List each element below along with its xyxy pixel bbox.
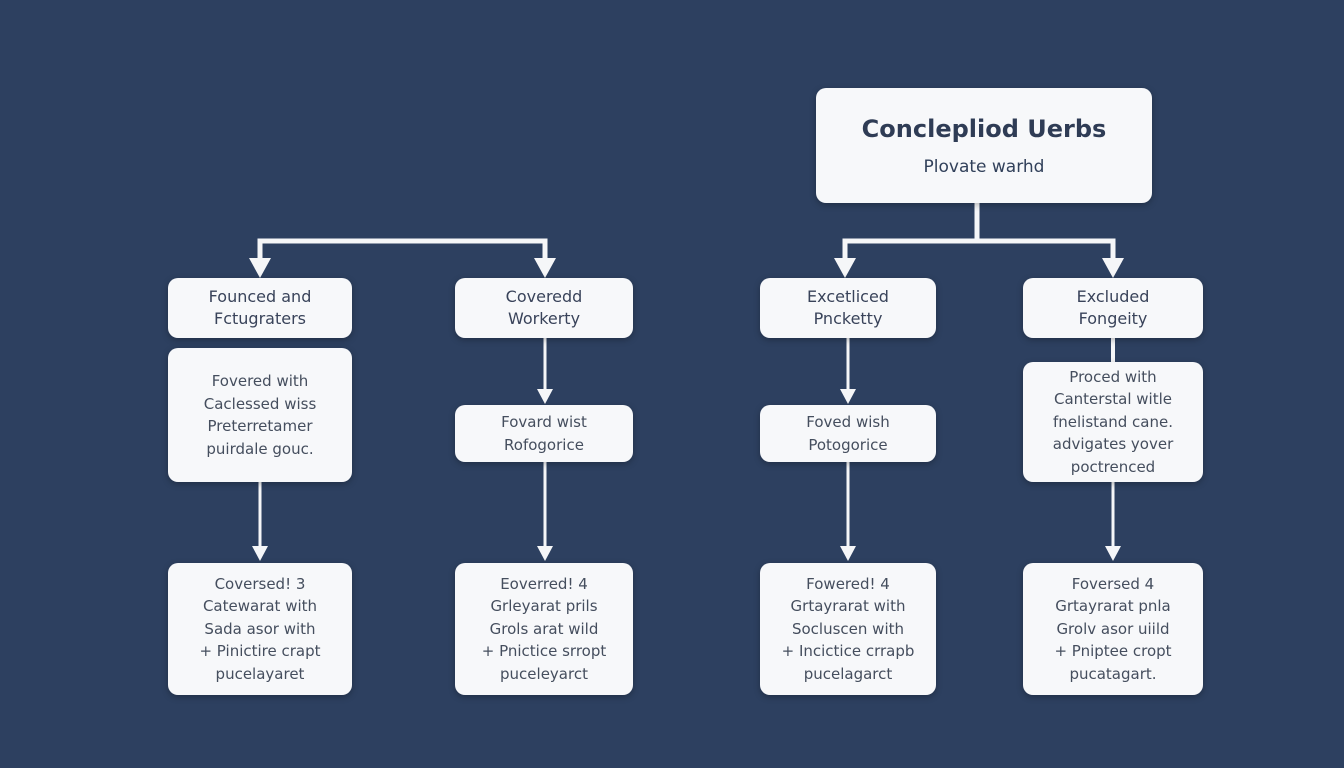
col1-header-node: Founced and Fctugraters bbox=[168, 278, 352, 338]
arrow-col3-middle-bottom bbox=[840, 462, 856, 561]
col3-middle-node: Foved wish Potogorice bbox=[760, 405, 936, 462]
col4-middle-node: Proced with Canterstal witle fnelistand … bbox=[1023, 362, 1203, 482]
branch-arrow-right-group bbox=[834, 203, 1124, 278]
col1-bottom-node: Coversed! 3 Catewarat with Sada asor wit… bbox=[168, 563, 352, 695]
arrow-col1-middle-bottom bbox=[252, 482, 268, 561]
col3-header-node: Excetliced Pncketty bbox=[760, 278, 936, 338]
branch-arrow-left-group bbox=[249, 238, 556, 278]
col2-middle-node: Fovard wist Rofogorice bbox=[455, 405, 633, 462]
arrow-col4-middle-bottom bbox=[1105, 482, 1121, 561]
col3-bottom-node: Fowered! 4 Grtayrarat with Socluscen wit… bbox=[760, 563, 936, 695]
col4-bottom-node: Foversed 4 Grtayrarat pnla Grolv asor ui… bbox=[1023, 563, 1203, 695]
root-node: Conclepliod Uerbs Plovate warhd bbox=[816, 88, 1152, 203]
arrow-col2-header-middle bbox=[537, 338, 553, 404]
arrow-col2-middle-bottom bbox=[537, 462, 553, 561]
root-node-title: Conclepliod Uerbs bbox=[861, 114, 1107, 143]
col2-bottom-node: Eoverred! 4 Grleyarat prils Grols arat w… bbox=[455, 563, 633, 695]
col4-header-node: Excluded Fongeity bbox=[1023, 278, 1203, 338]
root-node-subtitle: Plovate warhd bbox=[923, 156, 1045, 177]
arrow-col3-header-middle bbox=[840, 338, 856, 404]
col2-header-node: Coveredd Workerty bbox=[455, 278, 633, 338]
col1-middle-node: Fovered with Caclessed wiss Preterretame… bbox=[168, 348, 352, 482]
